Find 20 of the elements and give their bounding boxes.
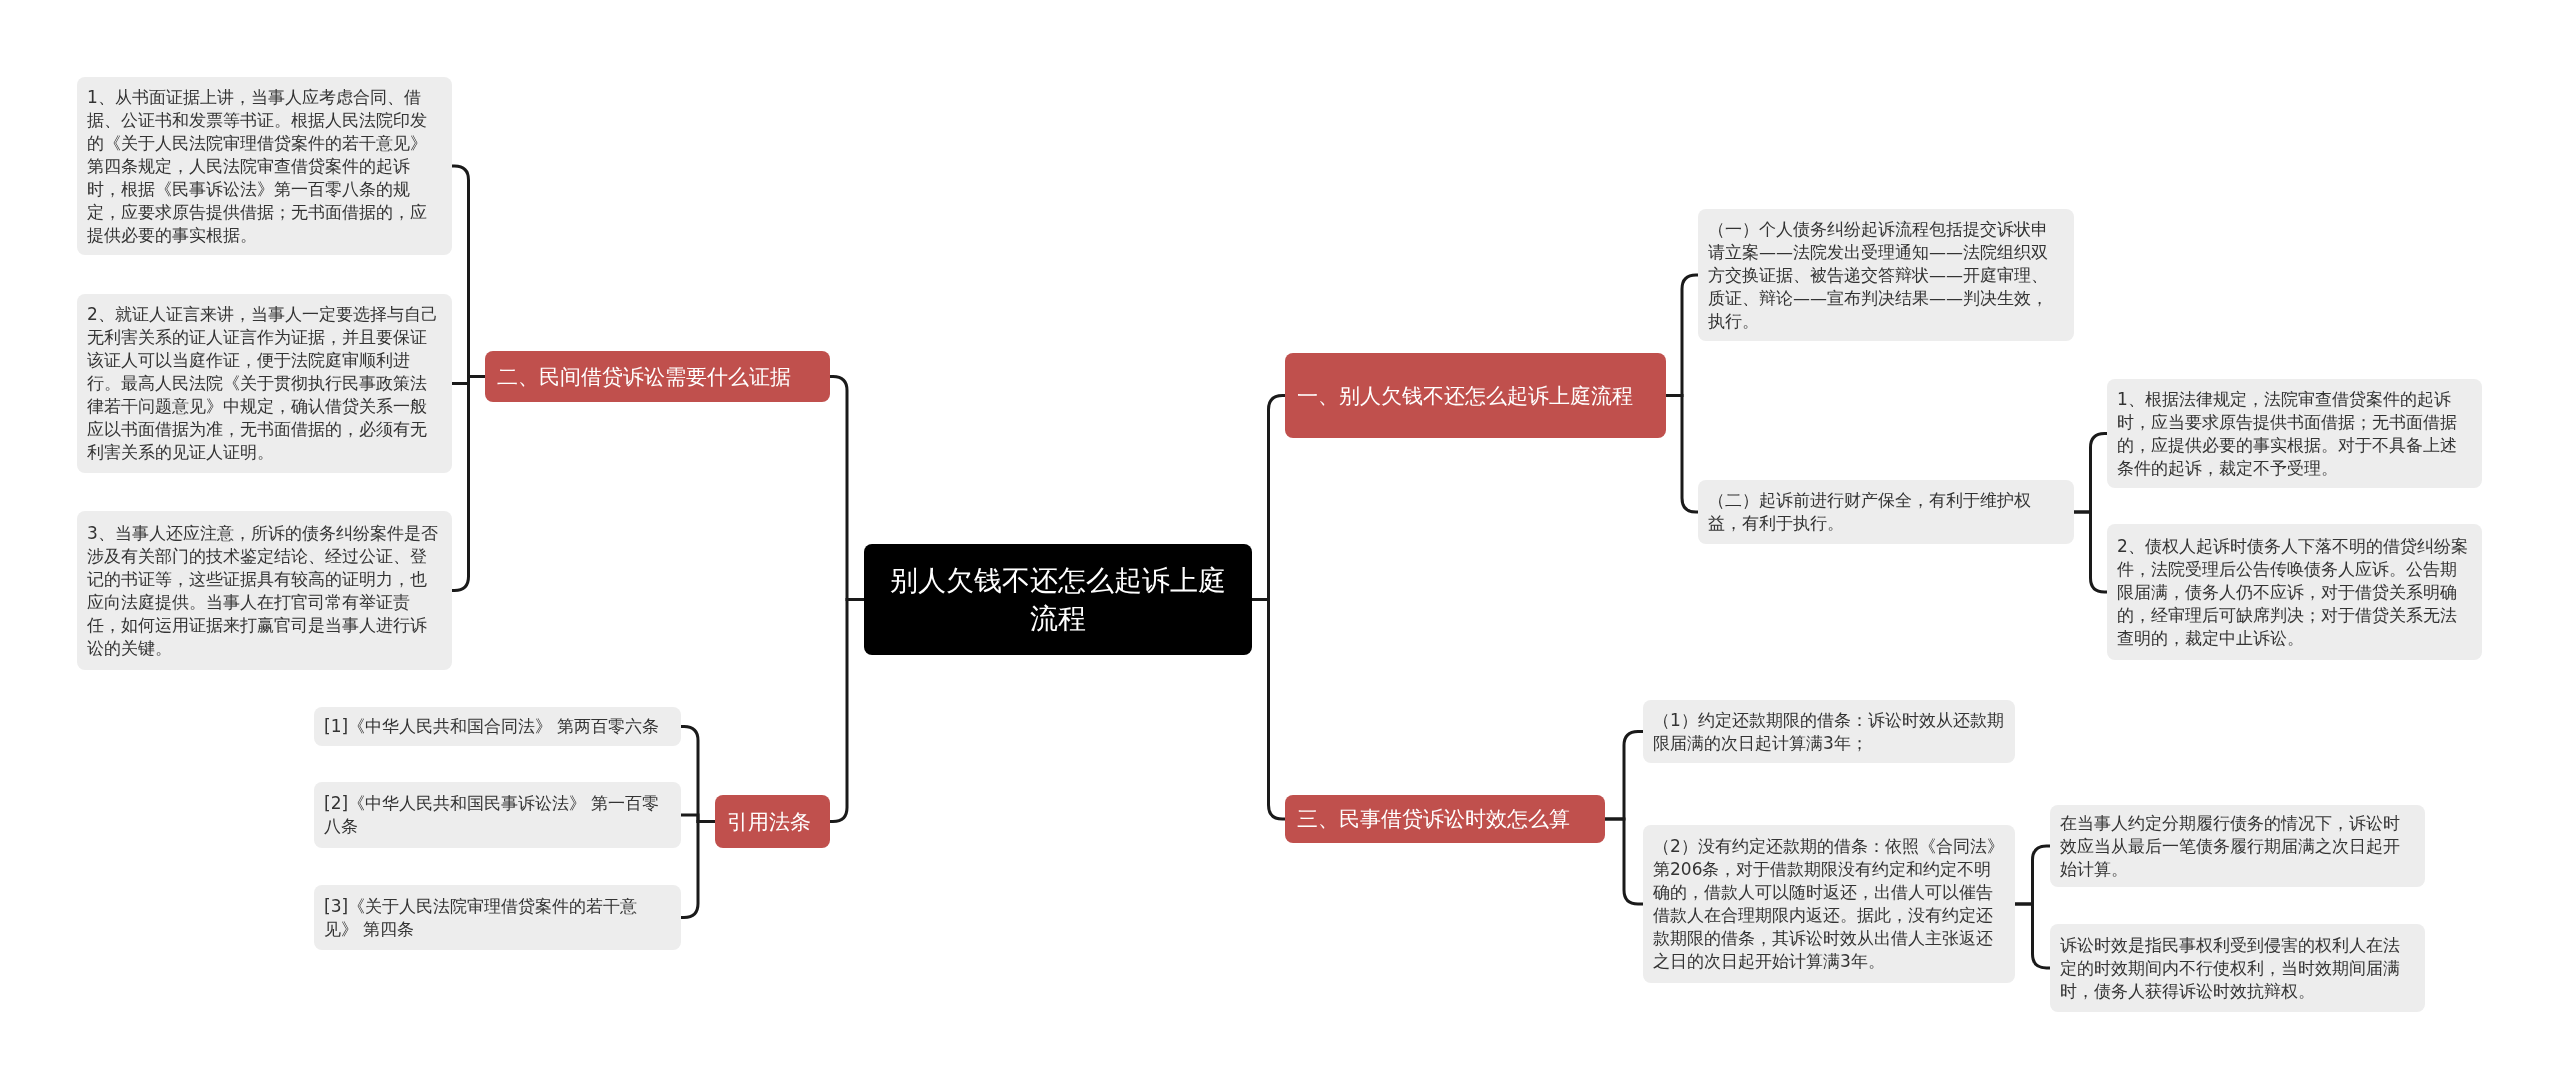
- branch-box: 引用法条: [715, 795, 830, 848]
- note-box: 1、根据法律规定，法院审查借贷案件的起诉时，应当要求原告提供书面借据；无书面借据的，应提供必要的事实根据。对于不具备上述条件的起诉，裁定不予受理。: [2107, 379, 2482, 488]
- note-box: （二）起诉前进行财产保全，有利于维护权益，有利于执行。: [1698, 480, 2074, 544]
- branch-box: 一、别人欠钱不还怎么起诉上庭流程: [1285, 353, 1666, 438]
- note-box: （1）约定还款期限的借条：诉讼时效从还款期限届满的次日起计算满3年；: [1643, 700, 2015, 763]
- note-box: 2、债权人起诉时债务人下落不明的借贷纠纷案件，法院受理后公告传唤债务人应诉。公告期限届满，债务人仍不应诉，对于借贷关系明确的，经审理后可缺席判决；对于借贷关系无法查明的，裁定中止诉讼。: [2107, 524, 2482, 660]
- note-box: [1]《中华人民共和国合同法》 第两百零六条: [314, 707, 681, 746]
- note-box: （2）没有约定还款期的借条：依照《合同法》第206条，对于借款期限没有约定和约定不明确的，借款人可以随时返还，出借人可以催告借款人在合理期限内返还。据此，没有约定还款期限的借条，其诉讼时效从出借人主张返还之日的次日起开始计算满3年。: [1643, 825, 2015, 983]
- note-box: 诉讼时效是指民事权利受到侵害的权利人在法定的时效期间内不行使权利，当时效期间届满时，债务人获得诉讼时效抗辩权。: [2050, 924, 2425, 1012]
- note-box: 3、当事人还应注意，所诉的债务纠纷案件是否涉及有关部门的技术鉴定结论、经过公证、登记的书证等，这些证据具有较高的证明力，也应向法庭提供。当事人在打官司常有举证责任，如何运用证据来打赢官司是当事人进行诉讼的关键。: [77, 511, 452, 670]
- note-box: （一）个人债务纠纷起诉流程包括提交诉状申请立案——法院发出受理通知——法院组织双方交换证据、被告递交答辩状——开庭审理、质证、辩论——宣布判决结果——判决生效，执行。: [1698, 209, 2074, 341]
- note-box: 在当事人约定分期履行债务的情况下，诉讼时效应当从最后一笔债务履行期届满之次日起开始计算。: [2050, 805, 2425, 887]
- note-box: [2]《中华人民共和国民事诉讼法》 第一百零八条: [314, 782, 681, 848]
- branch-box: 三、民事借贷诉讼时效怎么算: [1285, 795, 1605, 843]
- connector-line: [1605, 817, 1643, 906]
- branch-box: 二、民间借贷诉讼需要什么证据: [485, 351, 830, 402]
- note-box: 1、从书面证据上讲，当事人应考虑合同、借据、公证书和发票等书证。根据人民法院印发的《关于人民法院审理借贷案件的若干意见》第四条规定，人民法院审查借贷案件的起诉时，根据《民事诉讼法》第一百零八条的规定，应要求原告提供借据；无书面借据的，应提供必要的事实根据。: [77, 77, 452, 255]
- note-box: 2、就证人证言来讲，当事人一定要选择与自己无利害关系的证人证言作为证据，并且要保证该证人可以当庭作证，便于法院庭审顺利进行。最高人民法院《关于贯彻执行民事政策法律若干问题意见》中规定，确认借贷关系一般应以书面借据为准，无书面借据的，必须有无利害关系的见证人证明。: [77, 294, 452, 473]
- note-box: [3]《关于人民法院审理借贷案件的若干意见》 第四条: [314, 885, 681, 950]
- topic-box: 别人欠钱不还怎么起诉上庭流程: [864, 544, 1252, 655]
